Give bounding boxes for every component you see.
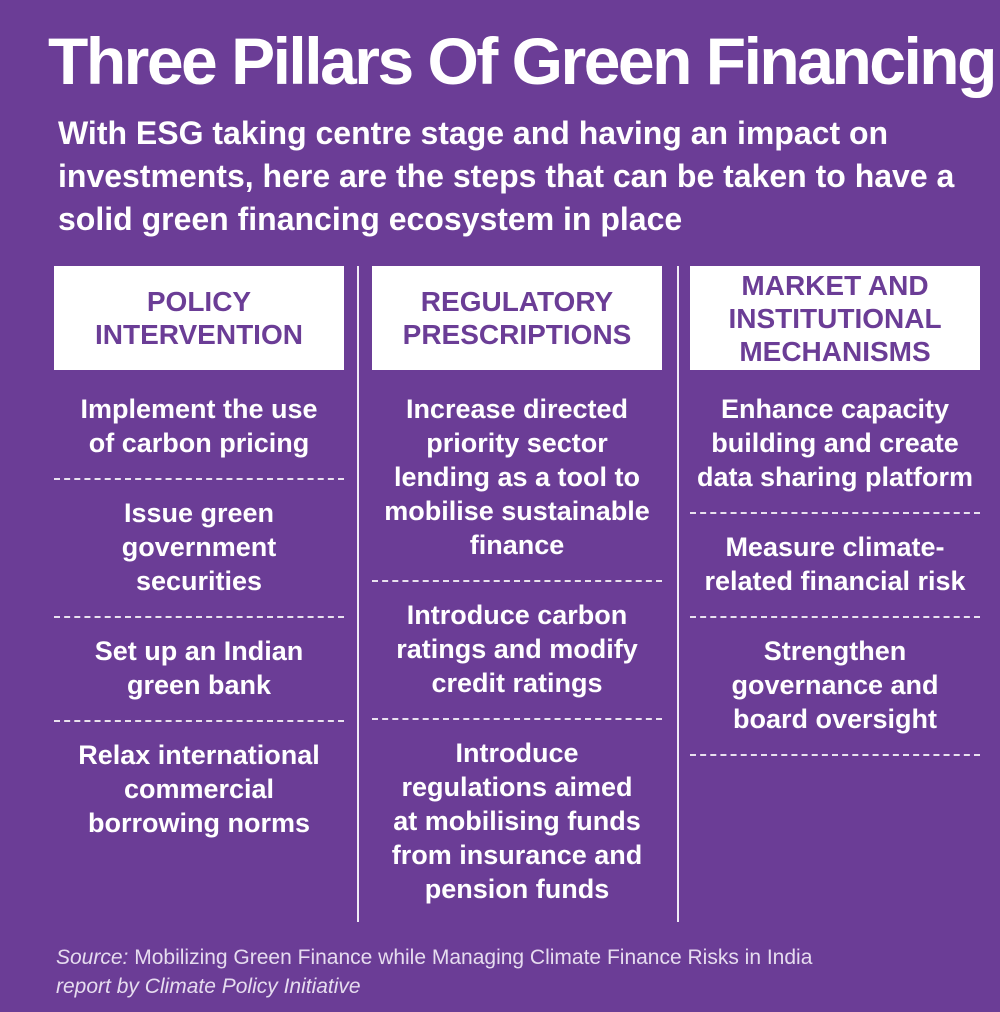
- page-subtitle: With ESG taking centre stage and having …: [58, 115, 955, 237]
- list-item: Set up an Indian green bank: [94, 636, 304, 700]
- list-item: Enhance capacity building and create dat…: [696, 394, 974, 492]
- column-regulatory-prescriptions: REGULATORY PRESCRIPTIONS Increase direct…: [372, 266, 662, 918]
- list-item: Introduce carbon ratings and modify cred…: [396, 600, 638, 698]
- dashed-divider: [372, 580, 662, 582]
- column-market-institutional: MARKET AND INSTITUTIONAL MECHANISMS Enha…: [690, 266, 980, 772]
- dashed-divider: [54, 616, 344, 618]
- dashed-divider: [54, 720, 344, 722]
- column-divider: [677, 266, 679, 922]
- list-item: Relax international commercial borrowing…: [78, 740, 320, 838]
- column-policy-intervention: POLICY INTERVENTION Implement the use of…: [54, 266, 344, 852]
- column-header: POLICY INTERVENTION: [54, 266, 344, 370]
- list-item: Strengthen governance and board oversigh…: [731, 636, 939, 734]
- list-item: Issue green government securities: [121, 498, 277, 596]
- source-label: Source:: [56, 946, 129, 969]
- list-item: Increase directed priority sector lendin…: [384, 394, 650, 560]
- list-item: Introduce regulations aimed at mobilisin…: [391, 738, 643, 904]
- column-divider: [357, 266, 359, 922]
- column-header: MARKET AND INSTITUTIONAL MECHANISMS: [690, 266, 980, 370]
- source-note: Source: Mobilizing Green Finance while M…: [56, 943, 956, 1001]
- list-item: Implement the use of carbon pricing: [80, 394, 318, 458]
- dashed-divider: [372, 718, 662, 720]
- dashed-divider: [690, 616, 980, 618]
- source-text: Mobilizing Green Finance while Managing …: [134, 946, 813, 969]
- source-report: report by Climate Policy Initiative: [56, 975, 361, 998]
- dashed-divider: [690, 512, 980, 514]
- column-header: REGULATORY PRESCRIPTIONS: [372, 266, 662, 370]
- dashed-divider: [690, 754, 980, 756]
- page-title: Three Pillars Of Green Financing: [48, 24, 997, 98]
- list-item: Measure climate-related financial risk: [704, 532, 966, 596]
- dashed-divider: [54, 478, 344, 480]
